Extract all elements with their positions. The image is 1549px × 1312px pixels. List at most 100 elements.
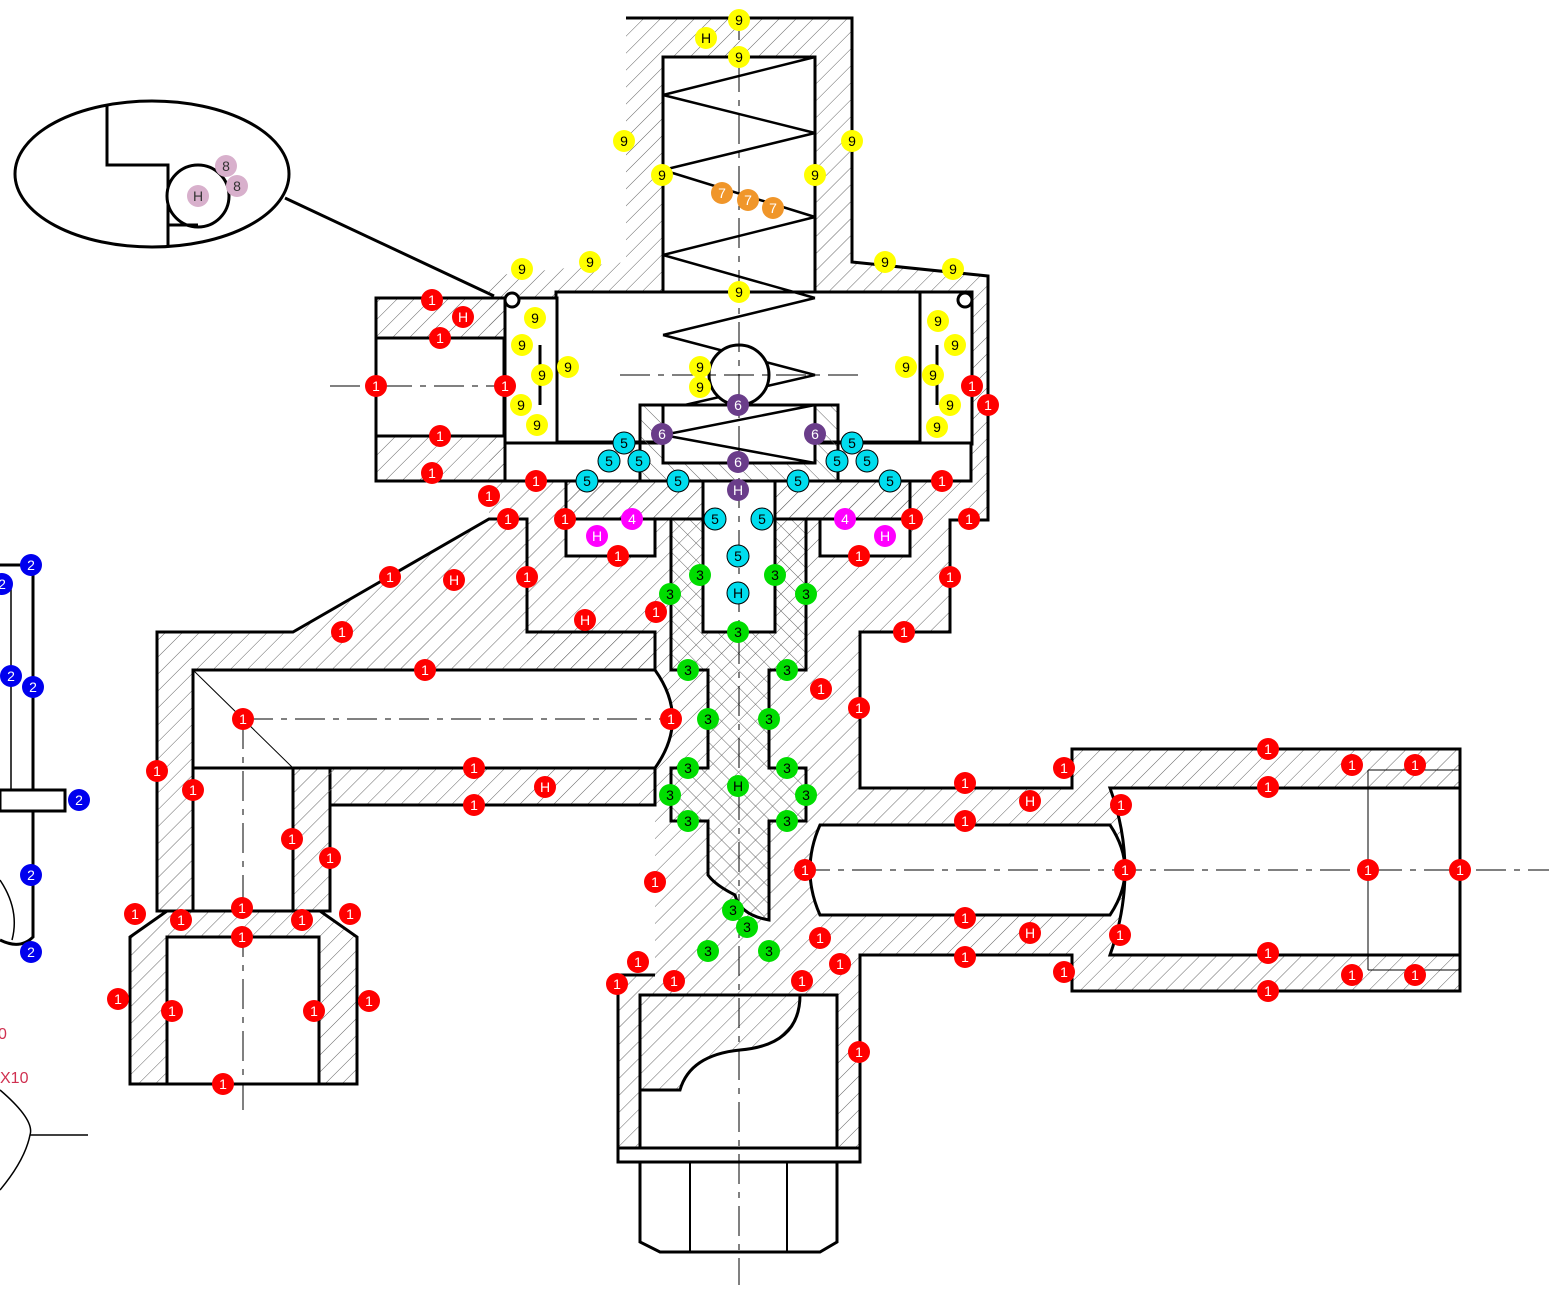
marker-label: 5 [605, 453, 613, 469]
marker-2: 2 [68, 789, 90, 811]
marker-5: 5 [825, 449, 849, 473]
marker-label: 1 [219, 1076, 227, 1092]
marker-label: 6 [658, 426, 666, 442]
marker-label: 3 [802, 787, 810, 803]
marker-label: 1 [421, 662, 429, 678]
marker-3: 3 [758, 708, 780, 730]
marker-label: 1 [338, 624, 346, 640]
marker-h: H [452, 306, 474, 328]
marker-label: 1 [634, 954, 642, 970]
marker-label: 1 [1364, 862, 1372, 878]
marker-9: 9 [689, 356, 711, 378]
marker-label: 9 [538, 367, 546, 383]
marker-3: 3 [795, 583, 817, 605]
marker-9: 9 [524, 307, 546, 329]
marker-label: 5 [674, 473, 682, 489]
marker-label: 3 [783, 760, 791, 776]
marker-label: 8 [222, 158, 230, 174]
marker-label: 7 [769, 200, 777, 216]
marker-2: 2 [0, 573, 13, 595]
marker-label: 1 [1264, 779, 1272, 795]
marker-label: 2 [29, 679, 37, 695]
marker-9: 9 [874, 251, 896, 273]
marker-label: 8 [233, 178, 241, 194]
marker-h: H [727, 479, 749, 501]
marker-9: 9 [728, 9, 750, 31]
marker-label: 1 [1411, 757, 1419, 773]
marker-label: 3 [734, 624, 742, 640]
marker-label: 3 [704, 943, 712, 959]
marker-8: 8 [226, 175, 248, 197]
marker-label: 3 [684, 662, 692, 678]
marker-5: 5 [627, 449, 651, 473]
marker-1: 1 [379, 566, 401, 588]
marker-label: 1 [168, 1003, 176, 1019]
marker-1: 1 [231, 897, 253, 919]
marker-label: 1 [501, 378, 509, 394]
marker-9: 9 [579, 251, 601, 273]
marker-1: 1 [232, 708, 254, 730]
marker-label: H [880, 528, 890, 544]
marker-label: 5 [620, 435, 628, 451]
marker-label: H [580, 612, 590, 628]
marker-1: 1 [429, 327, 451, 349]
marker-2: 2 [20, 941, 42, 963]
marker-h: H [534, 776, 556, 798]
marker-9: 9 [511, 334, 533, 356]
marker-1: 1 [463, 757, 485, 779]
marker-label: 7 [744, 192, 752, 208]
marker-1: 1 [1449, 859, 1471, 881]
marker-5: 5 [855, 449, 879, 473]
marker-1: 1 [554, 508, 576, 530]
marker-label: H [540, 779, 550, 795]
marker-1: 1 [365, 375, 387, 397]
marker-h: H [727, 775, 749, 797]
marker-3: 3 [736, 916, 758, 938]
marker-1: 1 [463, 794, 485, 816]
marker-label: 9 [929, 367, 937, 383]
marker-1: 1 [291, 909, 313, 931]
marker-1: 1 [1053, 757, 1075, 779]
marker-label: 1 [961, 813, 969, 829]
marker-label: 9 [934, 313, 942, 329]
marker-label: 1 [614, 548, 622, 564]
marker-7: 7 [737, 189, 759, 211]
marker-1: 1 [645, 601, 667, 623]
marker-label: 1 [153, 763, 161, 779]
marker-label: 5 [848, 435, 856, 451]
marker-label: 3 [704, 711, 712, 727]
marker-h: H [874, 525, 896, 547]
marker-label: 1 [1348, 757, 1356, 773]
marker-5: 5 [840, 431, 864, 455]
marker-2: 2 [20, 864, 42, 886]
marker-label: 1 [288, 831, 296, 847]
marker-7: 7 [762, 197, 784, 219]
marker-1: 1 [977, 394, 999, 416]
marker-label: 1 [1060, 964, 1068, 980]
marker-label: 1 [855, 548, 863, 564]
marker-1: 1 [606, 973, 628, 995]
marker-label: 1 [670, 973, 678, 989]
marker-5: 5 [666, 469, 690, 493]
marker-label: 1 [801, 862, 809, 878]
marker-label: 1 [386, 569, 394, 585]
marker-1: 1 [607, 545, 629, 567]
marker-label: 1 [346, 906, 354, 922]
marker-label: 1 [1117, 797, 1125, 813]
marker-label: 3 [765, 711, 773, 727]
marker-3: 3 [689, 564, 711, 586]
marker-label: 2 [27, 557, 35, 573]
marker-1: 1 [809, 927, 831, 949]
marker-label: H [193, 188, 203, 204]
marker-4: 4 [834, 508, 856, 530]
marker-label: 1 [428, 465, 436, 481]
marker-3: 3 [776, 757, 798, 779]
marker-label: 1 [1411, 967, 1419, 983]
marker-label: 3 [802, 586, 810, 602]
marker-label: 6 [734, 397, 742, 413]
right-outlet [800, 769, 1549, 971]
o-rings [503, 291, 974, 309]
marker-1: 1 [1110, 794, 1132, 816]
marker-label: 5 [635, 453, 643, 469]
marker-label: 1 [532, 473, 540, 489]
